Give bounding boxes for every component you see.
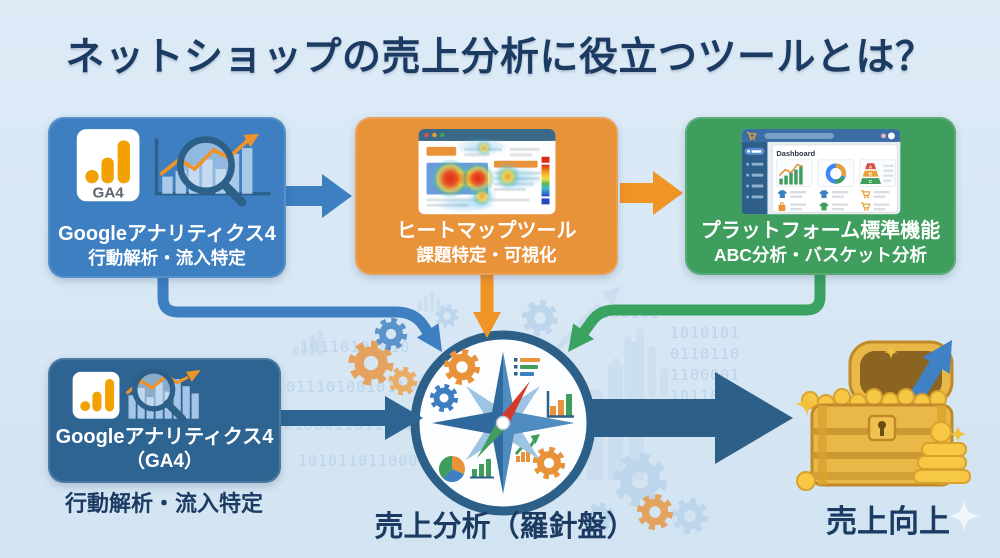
- dashboard-product-tiles: [777, 189, 889, 212]
- search-bar: [763, 132, 834, 139]
- binary-line: 0111010010110101: [286, 378, 447, 396]
- ga4-bottom-caption: 行動解析・流入特定: [64, 491, 263, 516]
- connector-ga4-to-compass: [157, 266, 442, 352]
- connector-heatmap-to-compass: [473, 272, 501, 338]
- tool-box-platform: Dashboard A B C: [685, 117, 956, 275]
- ga4-logo: [72, 371, 119, 419]
- abc-label-b: B: [868, 172, 872, 178]
- compass-illustration: [410, 330, 596, 516]
- ga4-logo-text: GA4: [93, 184, 125, 201]
- arrow-ga4-to-heatmap: [286, 174, 352, 218]
- box-heatmap-line2: 課題特定・可視化: [416, 245, 557, 266]
- box-heatmap-line1: ヒートマップツール: [396, 220, 577, 243]
- binary-line: 0110110: [670, 345, 740, 363]
- bar-chart-icon: [546, 391, 574, 418]
- tool-box-heatmap: ヒートマップツール 課題特定・可視化: [355, 117, 618, 275]
- compass-caption: 売上分析（羅針盤）: [374, 511, 636, 543]
- gear-icon: [437, 306, 457, 326]
- abc-label-a: A: [868, 164, 872, 170]
- ga4-analytics-illustration-small: [72, 368, 201, 423]
- compass-rose: [432, 352, 574, 494]
- binary-line: 1010101: [670, 324, 740, 342]
- abc-label-c: C: [868, 179, 872, 185]
- gear-icon: [675, 501, 705, 531]
- dashboard-mockup: Dashboard A B C: [741, 128, 900, 215]
- heat-hotspot: [429, 158, 470, 199]
- arrow-compass-to-goal: [560, 372, 793, 464]
- analytics-chart-icon: [125, 368, 201, 423]
- magnifier-icon: [176, 136, 247, 207]
- heat-scale-bar: [541, 164, 549, 197]
- list-icon: [514, 358, 540, 376]
- box-ga4b-line1: Googleアナリティクス4: [55, 426, 274, 449]
- page-title: ネットショップの売上分析に役立つツールとは？: [65, 36, 935, 79]
- arrow-ga4bottom-to-compass: [281, 396, 423, 440]
- arrow-heatmap-to-platform: [620, 171, 683, 215]
- box-platform-line1: プラットフォーム標準機能: [700, 220, 941, 243]
- ga4-logo: GA4: [76, 129, 140, 201]
- ga4-analytics-illustration: GA4: [76, 129, 271, 207]
- gear-icon: [525, 303, 555, 333]
- tool-box-ga4-bottom: Googleアナリティクス4 （GA4）: [48, 358, 281, 483]
- heatmap-browser-mockup: [418, 128, 555, 215]
- dashboard-title: Dashboard: [776, 149, 815, 158]
- dashboard-panel-chart: [775, 159, 813, 188]
- box-platform-line2: ABC分析・バスケット分析: [714, 245, 927, 266]
- binary-line: 1010110110000: [298, 452, 428, 470]
- analytics-chart-icon: [154, 133, 271, 207]
- box-ga4-line1: Googleアナリティクス4: [58, 223, 276, 246]
- coin-stack: [796, 421, 971, 491]
- faint-equalizer-bars: [293, 292, 668, 398]
- pie-chart-icon: [438, 456, 465, 483]
- treasure-chest-illustration: [794, 340, 981, 533]
- compass-needle-red: [498, 381, 530, 426]
- box-ga4b-line2: （GA4）: [125, 451, 204, 473]
- dashboard-panel-donut: [817, 159, 854, 188]
- connector-platform-to-compass: [568, 266, 826, 352]
- dashboard-panel-abc: A B C: [858, 159, 896, 188]
- goal-caption: 売上向上: [826, 504, 950, 539]
- avatar: [887, 132, 895, 140]
- bar-chart-icon: [470, 459, 494, 479]
- magnifier-icon: [131, 368, 186, 423]
- tool-box-ga4: GA4 Googleアナリティクス4 行動解析・流入特定: [48, 117, 286, 278]
- box-ga4-line2: 行動解析・流入特定: [88, 248, 246, 269]
